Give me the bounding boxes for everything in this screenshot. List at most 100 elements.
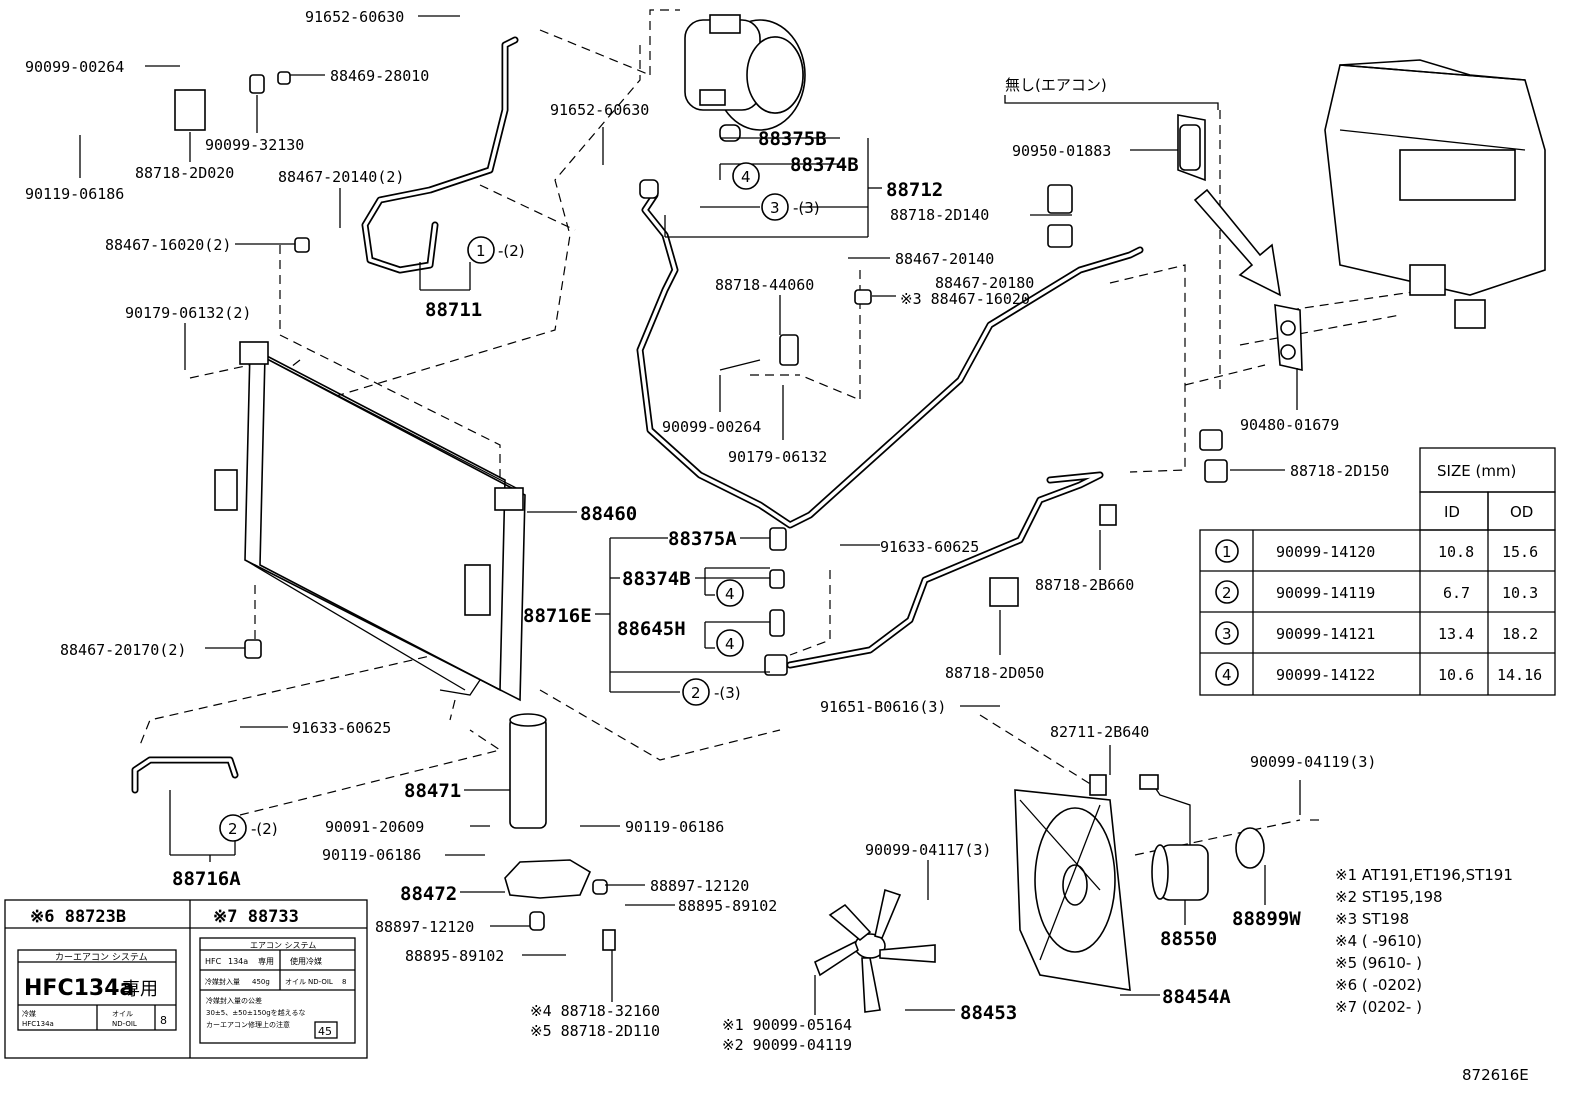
- part-label: 88895-89102: [405, 947, 504, 965]
- decal-cell: 冷媒封入量: [205, 977, 240, 986]
- callout-2b-qty: -(2): [251, 820, 278, 838]
- callout-3-qty: -(3): [793, 199, 820, 217]
- size-row-part: 90099-14119: [1276, 584, 1375, 602]
- size-row: 3 90099-14121 13.4 18.2: [1215, 621, 1538, 645]
- size-row: 2 90099-14119 6.7 10.3: [1215, 580, 1538, 604]
- part-label: 90480-01679: [1240, 416, 1339, 434]
- part-label: 88718-2D050: [945, 664, 1044, 682]
- callout-2a: 2: [691, 684, 701, 702]
- part-label: 90091-20609: [325, 818, 424, 836]
- callout-2b: 2: [228, 820, 238, 838]
- fan-shroud-graphic: [1014, 789, 1131, 991]
- part-label: 90179-06132(2): [125, 304, 251, 322]
- part-label: 88375A: [668, 528, 737, 550]
- decal-cell: 専用: [258, 956, 274, 966]
- part-label: 82711-2B640: [1050, 723, 1149, 741]
- size-row-mark: 2: [1222, 584, 1232, 602]
- part-label: 88645H: [617, 618, 686, 640]
- size-row-od: 14.16: [1497, 666, 1542, 684]
- decal-number: 45: [318, 1025, 332, 1038]
- callout-3: 3: [770, 199, 780, 217]
- decal-cell: HFC: [205, 957, 222, 966]
- no-aircon-label: 無し(エアコン): [1005, 76, 1107, 94]
- note: ※3 ST198: [1335, 910, 1409, 928]
- part-label: 90119-06186: [25, 185, 124, 203]
- refrigerant-pipes: [131, 36, 1144, 794]
- part-label: 88895-89102: [678, 897, 777, 915]
- part-label: 88454A: [1162, 986, 1231, 1008]
- decal-cell: 134a: [228, 957, 248, 966]
- part-label: 88469-28010: [330, 67, 429, 85]
- part-label: 88711: [425, 299, 482, 321]
- part-label: ※3 88467-16020: [900, 290, 1030, 308]
- decal-cell: 8: [342, 978, 346, 986]
- applicability-notes: ※1 AT191,ET196,ST191 ※2 ST195,198 ※3 ST1…: [1335, 866, 1513, 1016]
- size-row-part: 90099-14120: [1276, 543, 1375, 561]
- part-label: 90099-04117(3): [865, 841, 991, 859]
- size-table-title: SIZE (mm): [1437, 462, 1516, 480]
- decal-cell: 使用冷媒: [290, 956, 322, 966]
- size-row: 4 90099-14122 10.6 14.16: [1215, 662, 1542, 686]
- part-label: 91652-60630: [305, 8, 404, 26]
- direction-arrow: [1193, 188, 1282, 297]
- size-row-mark: 4: [1222, 666, 1232, 684]
- callout-1: 1: [476, 242, 486, 260]
- part-label: 88718-2D150: [1290, 462, 1389, 480]
- condenser-graphic: [214, 341, 526, 702]
- size-row-mark: 1: [1222, 543, 1232, 561]
- part-label: 88899W: [1232, 908, 1301, 930]
- label-box: ※6 88723B ※7 88733 カーエアコン システム HFC134a 専…: [4, 899, 368, 1059]
- decal-small: 冷媒: [22, 1009, 36, 1018]
- part-label: 91633-60625: [880, 538, 979, 556]
- fan-motor-graphic: [1139, 774, 1265, 901]
- decal-line: 30±5、±50±150gを越えるな: [206, 1008, 305, 1017]
- part-label: 90950-01883: [1012, 142, 1111, 160]
- part-labels: 91652-60630 90099-00264 88469-28010 9009…: [25, 8, 1389, 1054]
- size-table-col-od: OD: [1510, 503, 1533, 521]
- part-label: 88467-16020(2): [105, 236, 231, 254]
- decal-small: HFC134a: [22, 1020, 54, 1028]
- size-row-part: 90099-14122: [1276, 666, 1375, 684]
- small-parts: [174, 71, 1303, 796]
- part-label: 88897-12120: [650, 877, 749, 895]
- callout-2b-marker: 2 -(2): [219, 814, 278, 842]
- note: ※5 (9610- ): [1335, 954, 1422, 972]
- size-row-od: 10.3: [1502, 584, 1538, 602]
- callout-4a-marker: 4: [732, 162, 760, 190]
- part-label: ※4 88718-32160: [530, 1002, 660, 1020]
- part-label: 88467-20170(2): [60, 641, 186, 659]
- part-label: 88472: [400, 883, 457, 905]
- part-label: 88374B: [790, 154, 859, 176]
- callout-4b: 4: [725, 585, 735, 603]
- size-row-id: 10.6: [1438, 666, 1474, 684]
- callout-2a-qty: -(3): [714, 684, 741, 702]
- compressor-graphic: [684, 14, 806, 131]
- callout-4c-marker: 4: [716, 629, 744, 657]
- note: ※7 (0202- ): [1335, 998, 1422, 1016]
- part-label: ※1 90099-05164: [722, 1016, 852, 1034]
- size-table: SIZE (mm) ID OD 1 90099-14120 10.8 15.6 …: [1199, 447, 1556, 696]
- part-label: 88718-2B660: [1035, 576, 1134, 594]
- size-row-od: 18.2: [1502, 625, 1538, 643]
- part-label: 91633-60625: [292, 719, 391, 737]
- note: ※4 ( -9610): [1335, 932, 1422, 950]
- size-row: 1 90099-14120 10.8 15.6: [1215, 539, 1538, 563]
- size-table-col-id: ID: [1444, 503, 1460, 521]
- decal-main: HFC134a: [24, 976, 134, 1001]
- drier-bracket-graphic: [504, 859, 616, 951]
- part-label: 90119-06186: [625, 818, 724, 836]
- part-label: 88718-2D140: [890, 206, 989, 224]
- decal-small: オイル: [112, 1010, 133, 1018]
- decal-88733: エアコン システム HFC 134a 専用 使用冷媒 冷媒封入量 450g オイ…: [199, 937, 356, 1044]
- leader-lines: [79, 15, 1301, 1015]
- label-88733-title: ※7 88733: [213, 907, 299, 927]
- part-label: 88897-12120: [375, 918, 474, 936]
- part-label: 88716E: [523, 605, 592, 627]
- part-label: 90099-00264: [662, 418, 761, 436]
- size-row-id: 10.8: [1438, 543, 1474, 561]
- decal-small: 8: [160, 1014, 167, 1027]
- part-label: 90119-06186: [322, 846, 421, 864]
- callout-4a: 4: [741, 168, 751, 186]
- decal-88723b: カーエアコン システム HFC134a 専用 冷媒 HFC134a オイル ND…: [17, 949, 177, 1031]
- part-label: ※2 90099-04119: [722, 1036, 852, 1054]
